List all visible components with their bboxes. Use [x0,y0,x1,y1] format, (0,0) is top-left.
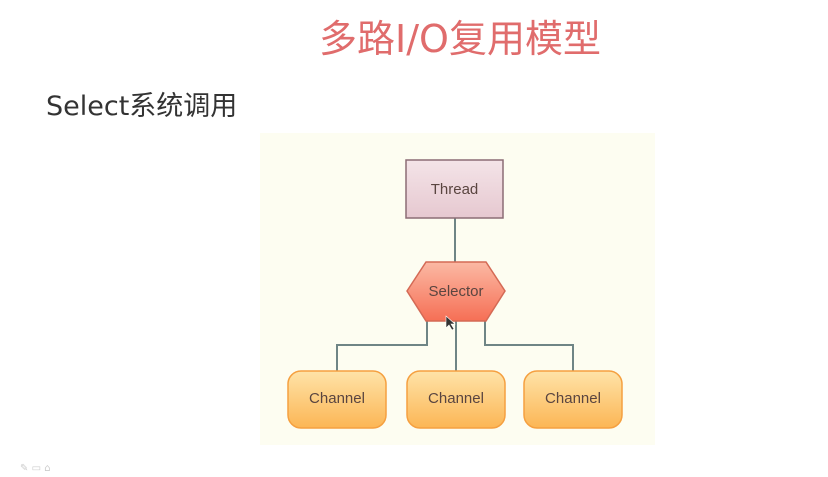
selector-label: Selector [428,283,483,300]
mouse-cursor-icon [445,315,456,331]
navigation-icon[interactable]: ⌂ [44,463,51,474]
channel-node-1: Channel [287,370,387,429]
thread-node: Thread [405,159,504,219]
pen-icon[interactable]: ✎ [20,463,29,474]
slide-subtitle: Select系统调用 [46,91,238,122]
selector-node: Selector [406,261,506,322]
channel-node-3: Channel [523,370,623,429]
selector-channel-1-connector [336,321,428,371]
channel-label: Channel [309,390,365,407]
channel-node-2: Channel [406,370,506,429]
slide-title: 多路I/O复用模型 [319,17,601,61]
selector-channel-3-connector [484,321,574,371]
connector-lines [336,218,574,371]
selector-diagram: Thread Selector Channel Channel Channel [260,133,655,445]
slideshow-toolbar: ✎ ▭ ⌂ [20,463,51,474]
channel-label: Channel [545,390,601,407]
slides-icon[interactable]: ▭ [31,463,42,474]
channel-label: Channel [428,390,484,407]
thread-label: Thread [431,181,479,198]
